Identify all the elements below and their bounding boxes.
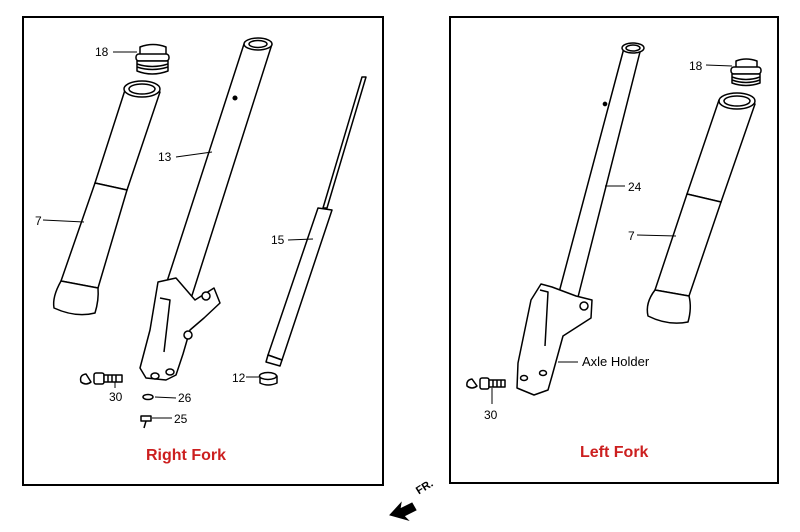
callout-12: 12	[232, 371, 246, 385]
fork-leg-13-right	[139, 37, 273, 381]
drain-bolt-25	[140, 415, 152, 429]
callout-13-right: 13	[158, 150, 172, 164]
right-fork-title: Right Fork	[146, 447, 226, 464]
front-direction-marker	[389, 501, 417, 521]
callout-15: 15	[271, 233, 285, 247]
fork-cap-bolt-18-right	[135, 43, 170, 75]
axle-holder-label: Axle Holder	[582, 354, 650, 369]
damper-rod-15	[265, 76, 367, 367]
leader-lines	[42, 51, 733, 419]
arrow-front-icon	[389, 501, 417, 521]
fork-cap-bolt-18-left	[730, 58, 762, 87]
axle-bolt-30-left	[466, 377, 506, 390]
callout-18-right: 18	[95, 45, 109, 59]
left-fork-title: Left Fork	[580, 444, 649, 461]
callout-7-left: 7	[628, 229, 635, 243]
washer-26	[142, 393, 154, 401]
axle-bolt-30-right	[79, 372, 123, 385]
callout-25: 25	[174, 412, 188, 426]
oil-lock-piece-12	[258, 371, 278, 386]
callout-30-right: 30	[109, 390, 123, 404]
outer-tube-7-right	[52, 80, 161, 316]
callout-7-right: 7	[35, 214, 42, 228]
outer-tube-7-left	[646, 92, 756, 324]
callout-26: 26	[178, 391, 192, 405]
fork-leg-24-left	[516, 42, 645, 396]
callout-18-left: 18	[689, 59, 703, 73]
callout-24-left: 24	[628, 180, 642, 194]
callout-30-left: 30	[484, 408, 498, 422]
